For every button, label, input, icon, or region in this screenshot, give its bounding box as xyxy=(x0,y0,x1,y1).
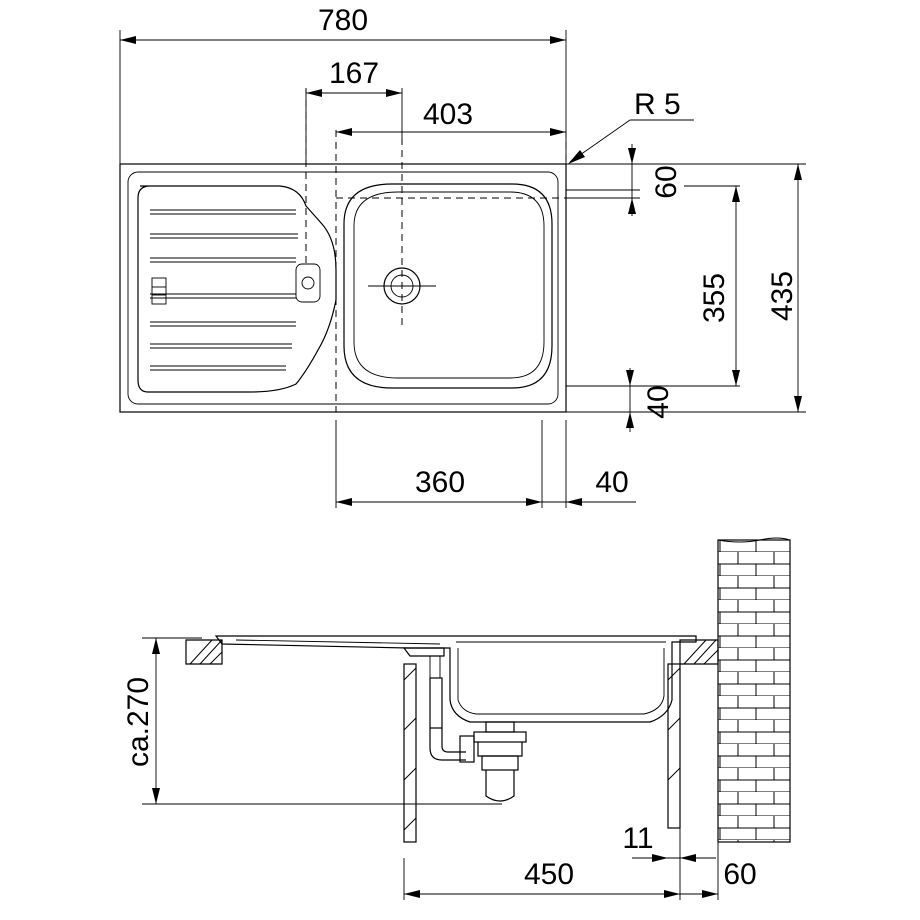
sink-outline xyxy=(119,163,567,413)
dim-cabinet-width: 450 xyxy=(524,858,574,891)
dim-drainer-offset: 167 xyxy=(329,57,379,90)
cabinet-panel-left xyxy=(403,663,417,843)
dim-bowl-outer-width: 403 xyxy=(423,98,473,131)
cabinet-panel-right xyxy=(667,663,681,829)
brick-wall xyxy=(717,539,791,843)
dim-corner-radius: R 5 xyxy=(634,88,681,121)
logo-plate xyxy=(151,277,167,305)
sink-rim xyxy=(127,171,559,405)
dim-rear-offset: 60 xyxy=(650,165,683,198)
dim-side-offset: 40 xyxy=(595,466,628,499)
sink-profile xyxy=(214,635,697,723)
dim-wall-offset: 60 xyxy=(723,858,756,891)
dim-overall-depth: 435 xyxy=(766,271,799,321)
dim-front-offset: 40 xyxy=(642,385,675,418)
drainer-grooves xyxy=(150,209,298,371)
dim-overall-width: 780 xyxy=(318,4,368,37)
top-view: 780 167 403 R 5 60 355 435 xyxy=(119,4,806,508)
dim-bowl-depth: 355 xyxy=(698,273,731,323)
drainer-outline xyxy=(137,185,337,393)
overflow-outlet xyxy=(295,263,321,303)
worktop-left xyxy=(185,639,223,665)
dim-panel-thickness: 11 xyxy=(622,822,653,855)
side-view: ca.270 11 450 60 xyxy=(122,537,791,900)
dim-bowl-width: 360 xyxy=(415,466,465,499)
bowl-outline xyxy=(343,183,553,389)
dim-installation-height: ca.270 xyxy=(122,677,155,767)
overflow-pipe xyxy=(402,647,445,657)
drain-trap xyxy=(485,721,515,733)
